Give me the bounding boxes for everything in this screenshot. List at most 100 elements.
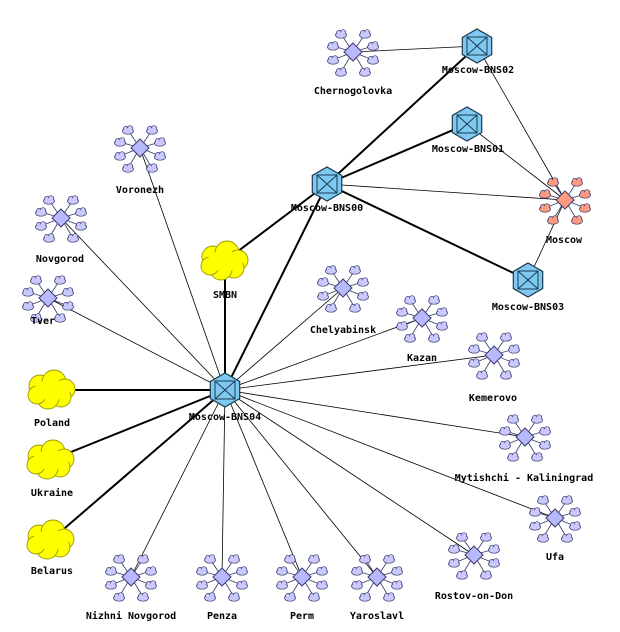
star-cluster-icon	[35, 195, 87, 243]
host-icon	[357, 277, 369, 287]
star-cluster-icon	[351, 554, 403, 602]
router-cross	[456, 114, 478, 134]
node-label: SMBN	[213, 290, 237, 301]
link-nizhni-bns04	[130, 389, 226, 578]
link-bns01-moscow	[466, 123, 566, 201]
node-nizhni: Nizhni Novgorod	[86, 554, 176, 622]
host-icon	[105, 566, 117, 576]
hub-diamond	[38, 288, 58, 308]
host-icon	[54, 313, 66, 323]
host-icon	[196, 566, 208, 576]
host-icon	[391, 580, 403, 590]
link-bns01-bns00	[326, 123, 468, 185]
host-icon	[571, 177, 583, 187]
host-icon	[436, 307, 448, 317]
star-cluster-icon	[448, 532, 500, 580]
node-ufa: Ufa	[529, 495, 581, 563]
link-novgorod-bns04	[60, 217, 226, 391]
host-icon	[317, 277, 329, 287]
hub-diamond	[555, 190, 575, 210]
router-icon	[451, 106, 483, 142]
host-icon	[500, 332, 512, 342]
node-label: Moscow-BNS02	[442, 65, 514, 76]
host-icon	[359, 592, 371, 602]
star-cluster-icon	[468, 332, 520, 380]
star-cluster-icon	[114, 125, 166, 173]
host-icon	[383, 592, 395, 602]
node-bns02: Moscow-BNS02	[442, 28, 514, 76]
router-cross	[466, 36, 488, 56]
host-icon	[448, 558, 460, 568]
link-kazan-bns04	[224, 317, 423, 391]
host-icon	[480, 570, 492, 580]
host-icon	[43, 233, 55, 243]
host-icon	[204, 554, 216, 564]
host-icon	[436, 321, 448, 331]
host-icon	[539, 440, 551, 450]
host-icon	[228, 592, 240, 602]
host-icon	[404, 295, 416, 305]
star-cluster-icon	[539, 177, 591, 225]
host-icon	[456, 532, 468, 542]
host-icon	[448, 544, 460, 554]
node-label: Moscow-BNS00	[291, 203, 363, 214]
host-icon	[367, 41, 379, 51]
link-ukraine-bns04	[50, 389, 226, 461]
host-icon	[351, 566, 363, 576]
host-icon	[537, 495, 549, 505]
host-icon	[114, 137, 126, 147]
router-icon	[461, 28, 493, 64]
host-icon	[579, 189, 591, 199]
host-icon	[30, 313, 42, 323]
router-icon	[311, 166, 343, 202]
host-icon	[351, 580, 363, 590]
node-label: Rostov-on-Don	[435, 591, 513, 602]
host-icon	[500, 370, 512, 380]
host-icon	[359, 29, 371, 39]
host-icon	[105, 580, 117, 590]
node-ukraine: Ukraine	[26, 439, 75, 499]
host-icon	[146, 163, 158, 173]
host-icon	[349, 265, 361, 275]
star-cluster-icon	[499, 414, 551, 462]
host-icon	[537, 533, 549, 543]
link-perm-bns04	[224, 389, 303, 578]
host-icon	[529, 507, 541, 517]
link-mytishchi-bns04	[224, 389, 526, 438]
nodes-layer: ChernogolovkaMoscow-BNS02Moscow-BNS01Vor…	[22, 28, 593, 622]
hub-diamond	[292, 567, 312, 587]
hub-diamond	[464, 545, 484, 565]
link-kemerovo-bns04	[224, 354, 495, 391]
hub-diamond	[333, 278, 353, 298]
host-icon	[383, 554, 395, 564]
node-label: Kemerovo	[469, 393, 517, 404]
host-icon	[508, 344, 520, 354]
star-cluster-icon	[529, 495, 581, 543]
host-icon	[547, 177, 559, 187]
node-label: Moscow-BNS04	[189, 412, 261, 423]
host-icon	[547, 215, 559, 225]
star-cluster-icon	[22, 275, 74, 323]
host-icon	[146, 125, 158, 135]
host-icon	[276, 580, 288, 590]
router-icon	[512, 262, 544, 298]
link-bns00-bns03	[326, 183, 529, 281]
host-icon	[529, 521, 541, 531]
host-icon	[507, 414, 519, 424]
host-icon	[236, 580, 248, 590]
node-label: Moscow-BNS03	[492, 302, 564, 313]
host-icon	[317, 291, 329, 301]
node-bns01: Moscow-BNS01	[432, 106, 504, 155]
host-icon	[43, 195, 55, 205]
host-icon	[137, 554, 149, 564]
node-bns00: Moscow-BNS00	[291, 166, 363, 214]
host-icon	[276, 566, 288, 576]
hub-diamond	[367, 567, 387, 587]
node-smbn: SMBN	[200, 240, 249, 301]
node-label: Ufa	[546, 552, 564, 563]
host-icon	[145, 566, 157, 576]
link-chelyabinsk-bns04	[224, 287, 344, 391]
host-icon	[571, 215, 583, 225]
node-novgorod: Novgorod	[35, 195, 87, 265]
